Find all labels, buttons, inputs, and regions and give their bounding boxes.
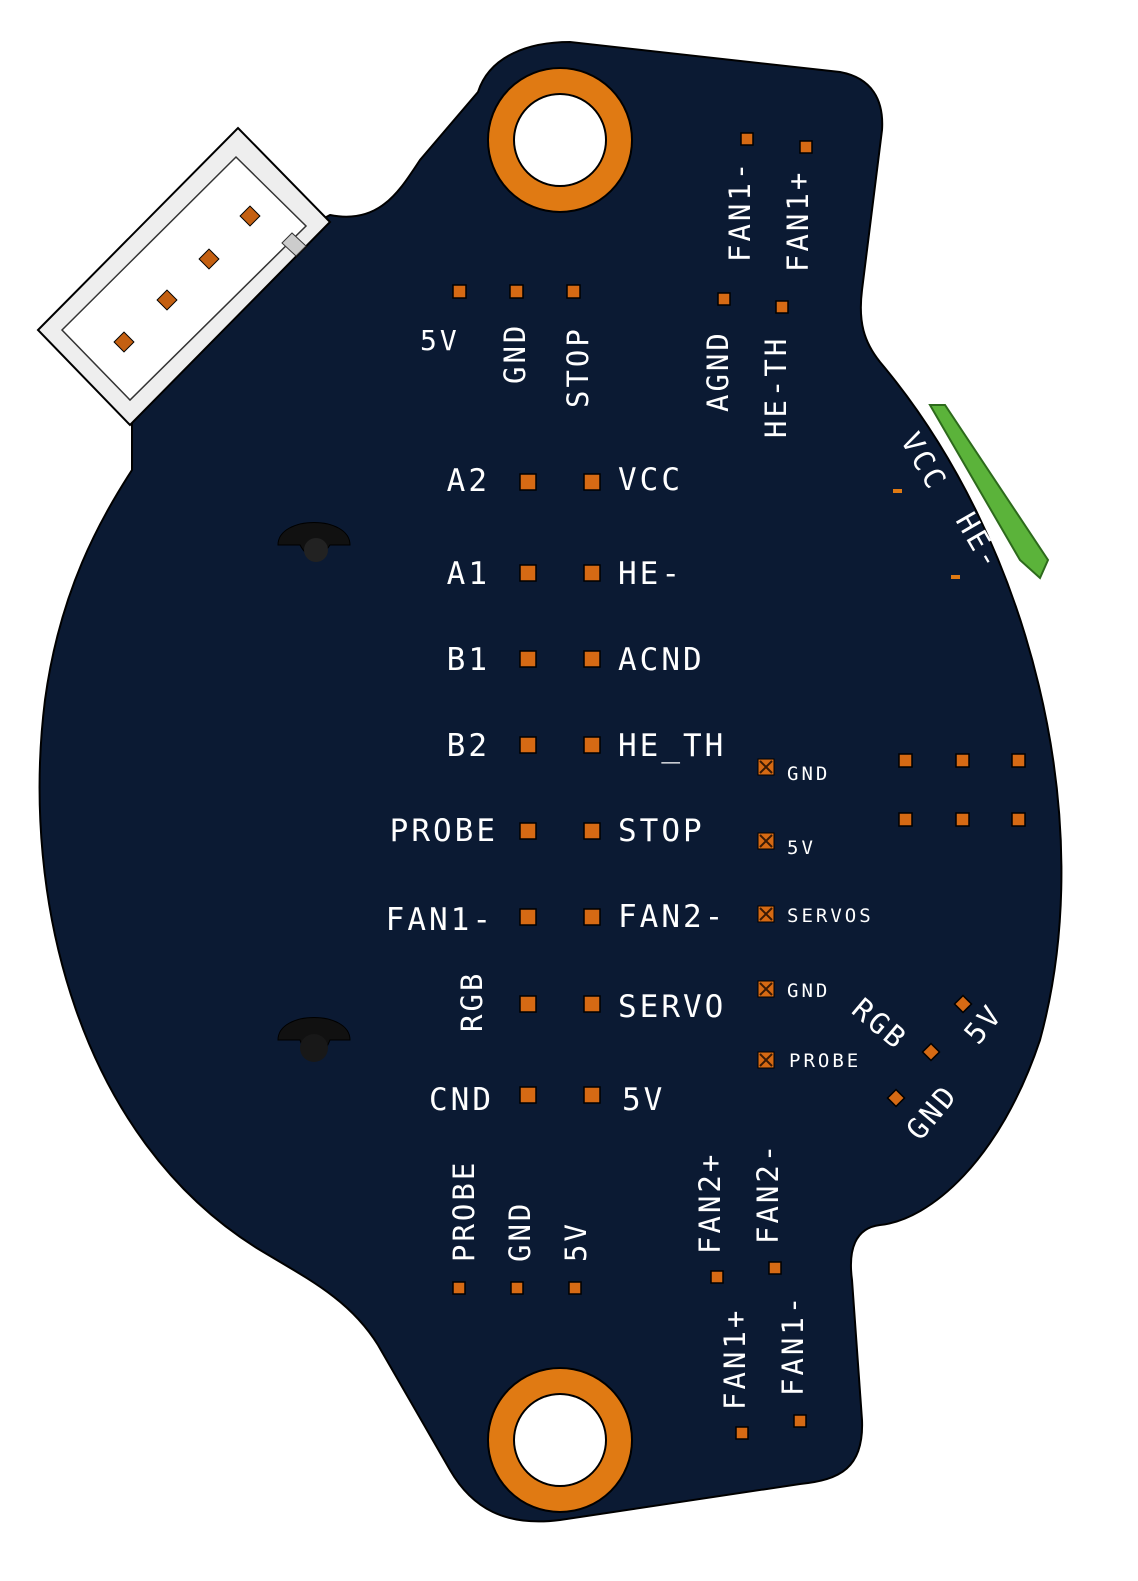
fan2-bottom-minus: FAN2- bbox=[751, 1142, 785, 1244]
grid-right-he: HE- bbox=[618, 556, 683, 592]
grid-right-servo: SERVO bbox=[618, 989, 726, 1025]
side-dash-1 bbox=[893, 489, 902, 493]
grid-pad-right-5 bbox=[583, 908, 601, 926]
servo-label-gnd2: GND bbox=[787, 980, 830, 1002]
grid-left-rgb: RGB bbox=[455, 971, 489, 1032]
probe-bottom-pads bbox=[452, 1281, 582, 1295]
probe-bottom-probe: PROBE bbox=[447, 1160, 481, 1262]
grid-pad-right-3 bbox=[583, 736, 601, 754]
grid-pad-left-3 bbox=[519, 736, 537, 754]
servo-label-5v: 5V bbox=[787, 837, 816, 859]
servo-pad-4 bbox=[757, 1051, 775, 1069]
grid-right-fan2: FAN2- bbox=[618, 899, 726, 935]
fan1-bottom-plus: FAN1+ bbox=[718, 1308, 752, 1410]
servo-pad-0 bbox=[757, 758, 775, 776]
grid-left-a2: A2 bbox=[447, 463, 490, 499]
pcb-board bbox=[38, 40, 1063, 1523]
fan1-top-minus: FAN1- bbox=[723, 160, 757, 262]
grid-pad-left-5 bbox=[519, 908, 537, 926]
grid-pad-right-4 bbox=[583, 822, 601, 840]
th-top-agnd: AGND bbox=[701, 330, 735, 412]
servo-pads bbox=[757, 758, 775, 1069]
th-top-heth: HE-TH bbox=[759, 336, 793, 438]
grid-left-cnd: CND bbox=[429, 1082, 494, 1118]
rgb-pads bbox=[886, 994, 973, 1108]
fan1-top-plus: FAN1+ bbox=[781, 170, 815, 272]
grid-pad-right-7 bbox=[583, 1086, 601, 1104]
probe-bottom-5v: 5V bbox=[559, 1221, 593, 1262]
grid-left-a1: A1 bbox=[447, 556, 490, 592]
grid-pad-right-0 bbox=[583, 473, 601, 491]
servo-pad-2 bbox=[757, 905, 775, 923]
grid-pad-left-4 bbox=[519, 822, 537, 840]
grid-left-probe: PROBE bbox=[390, 813, 498, 849]
probe-bottom-gnd: GND bbox=[503, 1201, 537, 1262]
grid-pad-left-1 bbox=[519, 564, 537, 582]
grid-pad-left-6 bbox=[519, 995, 537, 1013]
grid-right-stop: STOP bbox=[618, 813, 705, 849]
fan1-bottom-minus: FAN1- bbox=[776, 1294, 810, 1396]
servo-label-probe: PROBE bbox=[789, 1050, 861, 1072]
grid-right-acnd: ACND bbox=[618, 642, 705, 678]
pad-block-2x3 bbox=[898, 753, 1026, 827]
top-header-pads bbox=[452, 284, 581, 299]
grid-left-fan1: FAN1- bbox=[386, 902, 494, 938]
grid-right-he-th: HE_TH bbox=[618, 728, 726, 764]
top-header-label-5v: 5V bbox=[420, 324, 460, 357]
fan2-bottom-plus: FAN2+ bbox=[693, 1152, 727, 1254]
grid-right-labels: VCC HE- ACND HE_TH STOP FAN2- SERVO 5V bbox=[618, 462, 726, 1118]
mount-hole-top bbox=[513, 93, 607, 187]
fan-bottom-pads bbox=[710, 1261, 807, 1440]
grid-left-b2: B2 bbox=[447, 728, 490, 764]
clip-bottom bbox=[277, 1017, 351, 1062]
side-dash-2 bbox=[951, 575, 960, 579]
top-header-label-stop: STOP bbox=[561, 326, 595, 408]
fan1-top-pads bbox=[717, 132, 813, 314]
green-connector bbox=[928, 404, 1050, 580]
servo-label-servos: SERVOS bbox=[787, 905, 874, 927]
servo-label-gnd: GND bbox=[787, 763, 830, 785]
jst-connector bbox=[36, 126, 332, 427]
mount-hole-bottom bbox=[513, 1393, 607, 1487]
grid-pad-left-0 bbox=[519, 473, 537, 491]
grid-right-vcc: VCC bbox=[618, 462, 683, 498]
servo-pad-1 bbox=[757, 832, 775, 850]
grid-pad-right-2 bbox=[583, 650, 601, 668]
grid-right-5v: 5V bbox=[622, 1082, 665, 1118]
grid-pad-right-1 bbox=[583, 564, 601, 582]
grid-pad-left-7 bbox=[519, 1086, 537, 1104]
clip-top bbox=[277, 522, 351, 562]
grid-left-labels: A2 A1 B1 B2 PROBE FAN1- RGB CND bbox=[386, 463, 498, 1118]
grid-pad-left-2 bbox=[519, 650, 537, 668]
main-grid-pads bbox=[519, 473, 601, 1104]
top-header-label-gnd: GND bbox=[498, 323, 532, 384]
grid-left-b1: B1 bbox=[447, 642, 490, 678]
grid-pad-right-6 bbox=[583, 995, 601, 1013]
servo-pad-3 bbox=[757, 980, 775, 998]
